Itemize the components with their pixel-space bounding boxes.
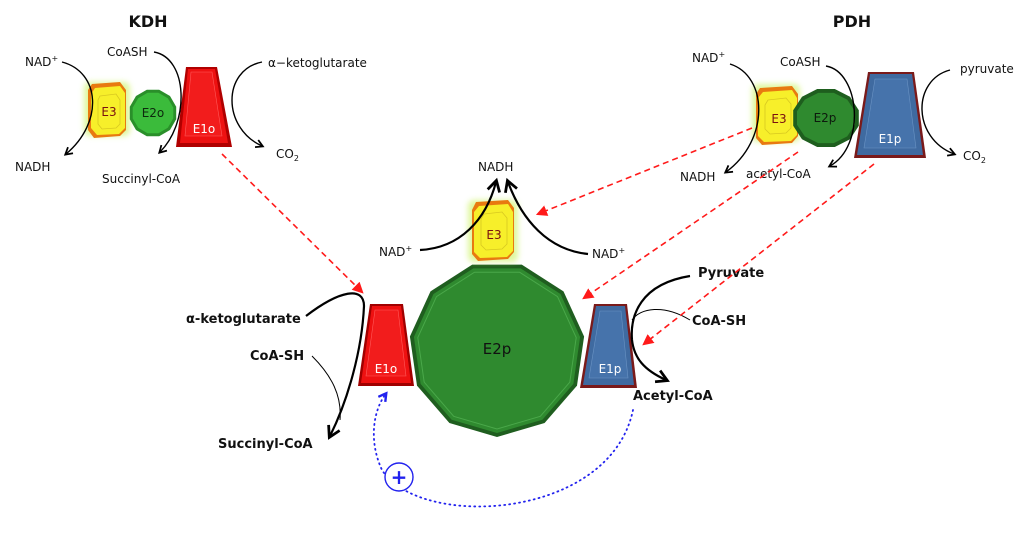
pdh-pyruvate-label: pyruvate xyxy=(960,62,1014,76)
kdh-coash-label: CoASH xyxy=(107,45,148,59)
hybrid-e3-label: E3 xyxy=(486,228,501,242)
kdh-e2o-label: E2o xyxy=(142,106,165,120)
activation-plus-icon: + xyxy=(384,462,414,492)
pdh-e2p-to-hybrid-arrow xyxy=(582,151,799,300)
hybrid-nad-right-to-nadh-arrow xyxy=(504,177,589,256)
hybrid-coash-right-line xyxy=(631,308,691,321)
pdh-pyruvate-to-co2-arrow xyxy=(921,69,957,157)
kdh-alpha-ketoglutarate-label: α−ketoglutarate xyxy=(268,56,367,70)
hybrid-e2p-label: E2p xyxy=(483,340,512,358)
hybrid-e1o-enzyme: E1o xyxy=(358,304,414,386)
pdh-acetylcoa-label: acetyl-CoA xyxy=(746,167,812,181)
hybrid-complex: E2p E3 E1o E1p NADH NAD+ NAD+ xyxy=(186,160,764,508)
pdh-coash-to-acetylcoa-arrow xyxy=(825,65,856,168)
hybrid-alpha-ketoglutarate-label: α-ketoglutarate xyxy=(186,312,301,327)
hybrid-acetylcoa-label: Acetyl-CoA xyxy=(633,389,713,404)
pdh-e1p-to-hybrid-arrow xyxy=(642,163,875,346)
pdh-nad-plus-label: NAD+ xyxy=(692,50,725,65)
pdh-e3-label: E3 xyxy=(771,112,786,126)
hybrid-akg-to-succinylcoa-arrow xyxy=(305,292,366,440)
acetylcoa-activation-loop xyxy=(372,395,634,508)
kdh-e1o-label: E1o xyxy=(193,122,216,136)
hybrid-coash-left-line xyxy=(311,355,341,421)
hybrid-nadh-label: NADH xyxy=(478,160,513,174)
kdh-complex: KDH E3 E2o E1o NAD+ NADH CoASH Succ xyxy=(15,12,367,186)
pdh-e3-to-hybrid-arrow xyxy=(535,127,753,216)
kdh-nadh-label: NADH xyxy=(15,160,50,174)
kdh-e3-label: E3 xyxy=(101,105,116,119)
kdh-nad-to-nadh-arrow xyxy=(61,61,94,156)
recruitment-arrows xyxy=(221,127,875,346)
kdh-akg-to-co2-arrow xyxy=(231,61,265,149)
pdh-complex: PDH E3 E2p E1p NAD+ NADH CoASH acetyl-Co xyxy=(680,12,1014,184)
pdh-co2-label: CO2 xyxy=(963,149,986,165)
pdh-e1p-enzyme: E1p xyxy=(854,72,926,158)
pdh-e2p-label: E2p xyxy=(814,111,837,125)
hybrid-e1p-enzyme: E1p xyxy=(580,304,637,388)
kdh-e1o-to-hybrid-arrow xyxy=(221,153,364,294)
pdh-coash-label: CoASH xyxy=(780,55,821,69)
hybrid-nad-left-to-nadh-arrow xyxy=(419,177,501,252)
kdh-succinylcoa-label: Succinyl-CoA xyxy=(102,172,181,186)
pdh-nadh-label: NADH xyxy=(680,170,715,184)
pdh-e2p-enzyme: E2p xyxy=(793,89,859,147)
kdh-coash-to-succinylcoa-arrow xyxy=(153,51,182,154)
hybrid-e1o-label: E1o xyxy=(375,362,398,376)
kdh-e2o-enzyme: E2o xyxy=(129,89,177,137)
hybrid-coash-right-label: CoA-SH xyxy=(692,314,746,329)
kdh-e3-enzyme: E3 xyxy=(84,82,130,138)
hybrid-succinylcoa-label: Succinyl-CoA xyxy=(218,437,313,452)
kdh-title: KDH xyxy=(128,12,167,31)
hybrid-e2p-enzyme: E2p xyxy=(409,264,585,437)
pdh-e1p-label: E1p xyxy=(879,132,902,146)
pdh-e3-enzyme: E3 xyxy=(752,84,800,145)
hybrid-nad-left-label: NAD+ xyxy=(379,244,412,259)
hybrid-pyruvate-to-acetylcoa-arrow xyxy=(630,274,691,384)
hybrid-coash-left-label: CoA-SH xyxy=(250,349,304,364)
activation-plus-symbol: + xyxy=(391,465,408,489)
pdh-nad-to-nadh-arrow xyxy=(723,63,760,174)
pdh-title: PDH xyxy=(833,12,871,31)
hybrid-nad-right-label: NAD+ xyxy=(592,246,625,261)
kdh-nad-plus-label: NAD+ xyxy=(25,54,58,69)
hybrid-e1p-label: E1p xyxy=(599,362,622,376)
kdh-co2-label: CO2 xyxy=(276,147,299,163)
hybrid-e3-enzyme: E3 xyxy=(468,200,518,262)
kdh-e1o-enzyme: E1o xyxy=(176,67,232,147)
hybrid-pyruvate-label: Pyruvate xyxy=(698,266,764,281)
